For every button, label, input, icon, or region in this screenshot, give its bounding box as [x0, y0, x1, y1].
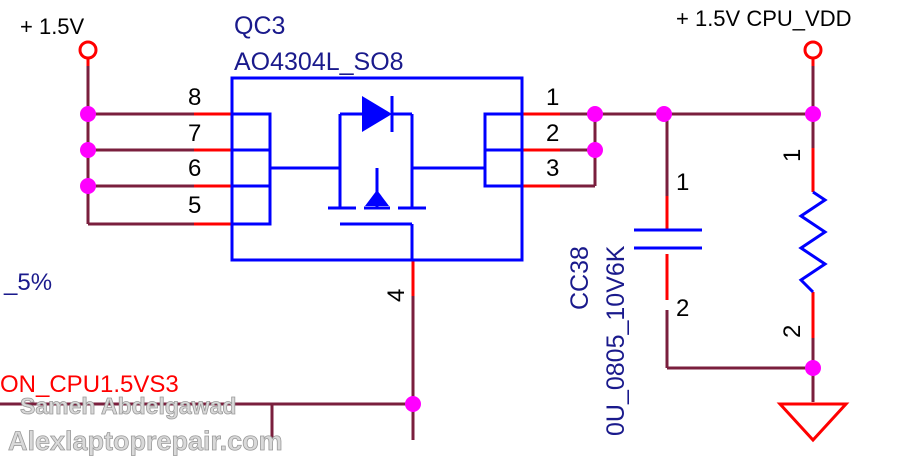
pin-label-5: 5 — [188, 192, 201, 219]
watermark-name: Sameh Abdelgawad — [20, 393, 236, 419]
mosfet-left-bracket — [232, 112, 272, 226]
junction-dot — [587, 106, 603, 122]
junction-dot — [805, 360, 821, 376]
capacitor-pin-1: 1 — [676, 169, 689, 196]
pin-label-1: 1 — [546, 84, 559, 111]
mosfet-symbol — [230, 76, 524, 262]
pin-label-8: 8 — [188, 84, 201, 111]
junction-dot — [805, 106, 821, 122]
pin-stubs — [194, 112, 815, 338]
mosfet-body-arrow — [365, 190, 389, 206]
right-rail-label: + 1.5V CPU_VDD — [676, 6, 851, 31]
junction-dot — [587, 142, 603, 158]
pin-label-3: 3 — [546, 155, 559, 182]
ground-symbol — [776, 402, 850, 443]
resistor-zigzag — [798, 190, 828, 294]
power-symbols — [78, 40, 850, 443]
right-rail-terminal — [803, 40, 823, 60]
watermark-site: Alexlaptoprepair.com — [8, 426, 283, 456]
left-rail-label: + 1.5V — [20, 14, 85, 39]
mosfet-diode-triangle — [362, 96, 392, 132]
pin-label-4: 4 — [383, 289, 410, 302]
gate-net-label: ON_CPU1.5VS3 — [0, 371, 179, 398]
junction-dot — [80, 106, 96, 122]
mosfet-part: AO4304L_SO8 — [234, 48, 404, 76]
capacitor-pin-2: 2 — [676, 295, 689, 322]
left-rail-terminal — [78, 40, 98, 60]
capacitor-symbol — [634, 228, 702, 250]
pin-label-6: 6 — [188, 155, 201, 182]
labels: + 1.5V + 1.5V CPU_VDD QC3 AO4304L_SO8 8 … — [0, 6, 851, 436]
capacitor-value: 0U_0805_10V6K — [602, 245, 630, 436]
capacitor-ref: CC38 — [566, 246, 594, 310]
resistor-pin-1: 1 — [779, 149, 806, 162]
junction-dot — [80, 178, 96, 194]
junction-dot — [656, 106, 672, 122]
junction-dot — [405, 396, 421, 412]
mosfet-ref: QC3 — [234, 12, 285, 40]
left-partial-label: _5% — [3, 269, 52, 296]
watermark: Sameh Abdelgawad Alexlaptoprepair.com — [8, 393, 283, 457]
junctions — [80, 106, 821, 412]
pin-label-2: 2 — [546, 120, 559, 147]
junction-dot — [80, 142, 96, 158]
resistor-pin-2: 2 — [779, 325, 806, 338]
pin-label-7: 7 — [188, 120, 201, 147]
mosfet-body — [230, 76, 524, 262]
